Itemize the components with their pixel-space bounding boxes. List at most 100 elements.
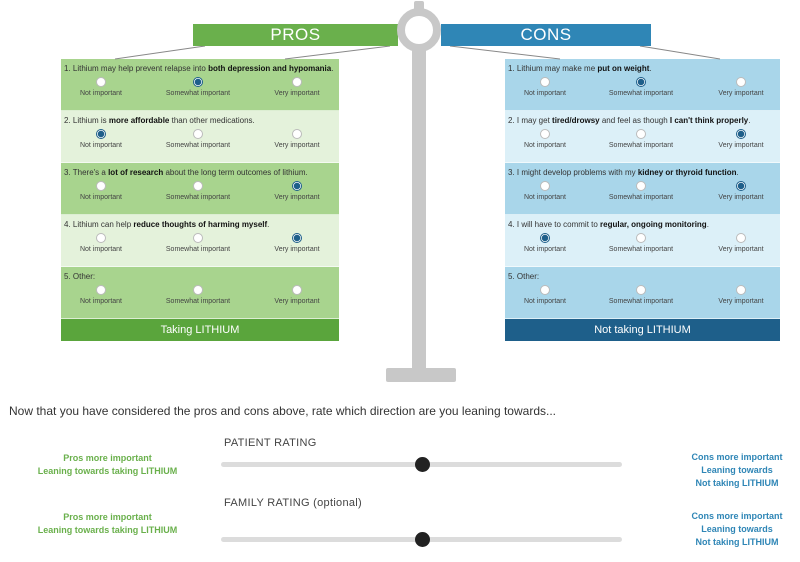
radio-button[interactable] (636, 233, 646, 243)
importance-option[interactable]: Very important (696, 77, 786, 97)
question-text: . (736, 168, 739, 177)
radio-button[interactable] (193, 181, 203, 191)
pros-panel: 1. Lithium may help prevent relapse into… (61, 59, 339, 341)
importance-option[interactable]: Very important (696, 181, 786, 201)
importance-option[interactable]: Somewhat important (153, 233, 243, 253)
importance-option-label: Very important (274, 142, 320, 149)
importance-option[interactable]: Very important (252, 77, 342, 97)
question-text: 5. Other: (508, 272, 540, 281)
importance-option[interactable]: Not important (56, 181, 146, 201)
leaning-taking-text: Leaning towards taking LITHIUM (37, 525, 178, 535)
family-rating-slider[interactable] (221, 532, 622, 547)
importance-option[interactable]: Somewhat important (153, 77, 243, 97)
importance-option[interactable]: Very important (696, 285, 786, 305)
radio-button[interactable] (736, 129, 746, 139)
importance-option-label: Very important (718, 142, 764, 149)
radio-button[interactable] (193, 77, 203, 87)
importance-option[interactable]: Very important (696, 233, 786, 253)
importance-option[interactable]: Somewhat important (596, 129, 686, 149)
importance-option[interactable]: Not important (500, 285, 590, 305)
importance-option-label: Very important (718, 194, 764, 201)
radio-button[interactable] (193, 233, 203, 243)
importance-option-label: Very important (718, 246, 764, 253)
radio-button[interactable] (96, 233, 106, 243)
family-rating-thumb[interactable] (414, 532, 430, 547)
radio-button[interactable] (736, 233, 746, 243)
pros-more-important-text: Pros more important (63, 512, 152, 522)
importance-option[interactable]: Somewhat important (596, 77, 686, 97)
pros-item-question: 3. There's a lot of research about the l… (64, 168, 308, 177)
radio-button[interactable] (636, 285, 646, 295)
importance-option-label: Very important (718, 298, 764, 305)
importance-option[interactable]: Somewhat important (153, 129, 243, 149)
radio-button[interactable] (292, 285, 302, 295)
family-cons-label: Cons more important Leaning towards Not … (678, 510, 796, 549)
patient-rating-slider[interactable] (221, 457, 622, 472)
importance-option[interactable]: Very important (252, 233, 342, 253)
importance-option[interactable]: Not important (56, 285, 146, 305)
importance-option[interactable]: Somewhat important (153, 181, 243, 201)
pros-item-question: 1. Lithium may help prevent relapse into… (64, 64, 333, 73)
radio-button[interactable] (636, 77, 646, 87)
question-text: 3. I might develop problems with my (508, 168, 638, 177)
radio-button[interactable] (292, 181, 302, 191)
radio-button[interactable] (193, 285, 203, 295)
radio-button[interactable] (540, 181, 550, 191)
importance-option[interactable]: Not important (500, 129, 590, 149)
importance-option[interactable]: Not important (56, 77, 146, 97)
importance-option[interactable]: Very important (696, 129, 786, 149)
importance-option[interactable]: Somewhat important (596, 285, 686, 305)
radio-button[interactable] (636, 181, 646, 191)
question-text: . (706, 220, 709, 229)
radio-button[interactable] (540, 77, 550, 87)
importance-option[interactable]: Very important (252, 285, 342, 305)
question-emphasis: tired/drowsy (552, 116, 600, 125)
importance-option[interactable]: Not important (500, 233, 590, 253)
radio-button[interactable] (736, 285, 746, 295)
importance-option[interactable]: Not important (500, 77, 590, 97)
importance-option[interactable]: Somewhat important (596, 233, 686, 253)
family-rating-title: FAMILY RATING (optional) (224, 497, 363, 509)
cons-panel: 1. Lithium may make me put on weight.Not… (505, 59, 780, 341)
cons-item: 4. I will have to commit to regular, ong… (505, 215, 780, 267)
leaning-towards-text: Leaning towards (701, 465, 773, 475)
question-text: and feel as though (599, 116, 670, 125)
patient-rating-thumb[interactable] (414, 457, 430, 472)
cons-item: 2. I may get tired/drowsy and feel as th… (505, 111, 780, 163)
radio-button[interactable] (636, 129, 646, 139)
radio-button[interactable] (540, 285, 550, 295)
not-taking-text: Not taking LITHIUM (695, 478, 779, 488)
question-text: 1. Lithium may help prevent relapse into (64, 64, 209, 73)
importance-option-label: Somewhat important (165, 298, 231, 305)
radio-button[interactable] (96, 129, 106, 139)
question-text: . (748, 116, 751, 125)
radio-button[interactable] (540, 233, 550, 243)
radio-button[interactable] (292, 233, 302, 243)
patient-pros-label: Pros more important Leaning towards taki… (30, 452, 185, 478)
importance-option-label: Not important (79, 142, 123, 149)
question-emphasis: I can't think properly (669, 116, 749, 125)
importance-option[interactable]: Not important (500, 181, 590, 201)
radio-button[interactable] (193, 129, 203, 139)
radio-button[interactable] (96, 285, 106, 295)
radio-button[interactable] (540, 129, 550, 139)
radio-button[interactable] (292, 77, 302, 87)
importance-option[interactable]: Not important (56, 233, 146, 253)
importance-option-label: Somewhat important (608, 194, 674, 201)
family-pros-label: Pros more important Leaning towards taki… (30, 511, 185, 537)
radio-button[interactable] (96, 77, 106, 87)
radio-button[interactable] (736, 181, 746, 191)
radio-button[interactable] (736, 77, 746, 87)
scale-strings (114, 45, 721, 60)
leaning-towards-text: Leaning towards (701, 524, 773, 534)
radio-button[interactable] (96, 181, 106, 191)
importance-option[interactable]: Very important (252, 181, 342, 201)
importance-option[interactable]: Somewhat important (153, 285, 243, 305)
importance-option[interactable]: Very important (252, 129, 342, 149)
importance-option[interactable]: Somewhat important (596, 181, 686, 201)
importance-option[interactable]: Not important (56, 129, 146, 149)
radio-button[interactable] (292, 129, 302, 139)
